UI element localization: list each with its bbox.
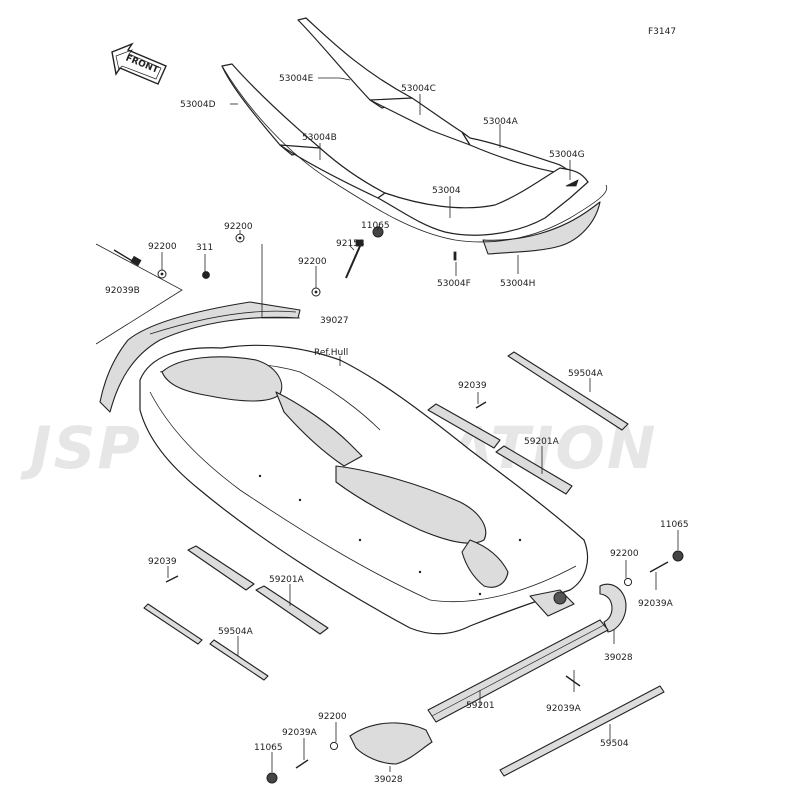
mat-53004E: [297, 17, 413, 109]
rail-59201A-right: [427, 401, 573, 495]
leader-bracket-left: [95, 243, 183, 345]
rub-strip-59504: [499, 685, 665, 777]
callout-92039B: 92039B: [105, 286, 140, 296]
hull: [139, 344, 589, 635]
mat-53004B: [279, 144, 386, 199]
callout-53004G: 53004G: [549, 150, 585, 160]
rail-59201A-left: [165, 545, 329, 635]
callout-92039A-bottom: 92039A: [282, 728, 318, 738]
hull-rear-step: [461, 539, 509, 588]
callout-53004B: 53004B: [302, 133, 337, 143]
leader-92153: [349, 245, 355, 251]
callout-53004E: 53004E: [279, 74, 314, 84]
callout-39027: 39027: [320, 316, 349, 326]
rail-59201: [427, 619, 609, 723]
callout-53004: 53004: [432, 186, 461, 196]
rub-strip-59504A-left: [143, 603, 269, 681]
figure-code: F3147: [648, 27, 676, 37]
bumper-corner-39028-right: [599, 550, 684, 633]
callout-59201A-left: 59201A: [269, 575, 305, 585]
hull-console: [275, 391, 363, 467]
mat-53004: [377, 167, 589, 236]
callout-92200-left: 92200: [148, 242, 177, 252]
bumper-corner-39028-bottom: [266, 722, 433, 784]
ref-hull-label: Ref.Hull: [314, 348, 348, 358]
callout-53004C: 53004C: [401, 84, 436, 94]
jet-nozzle: [553, 591, 567, 605]
callout-92200-bottom: 92200: [318, 712, 347, 722]
callout-11065-right: 11065: [660, 520, 689, 530]
callout-53004F: 53004F: [437, 279, 471, 289]
hull-chine: [149, 391, 577, 603]
rub-strip-59504A-top: [507, 351, 629, 431]
leader-53004E: [318, 77, 351, 81]
callout-59201: 59201: [466, 701, 495, 711]
hull-footwell: [335, 465, 487, 544]
callout-39028-right: 39028: [604, 653, 633, 663]
callout-92039A-low: 92039A: [546, 704, 582, 714]
callout-92200-right: 92200: [610, 549, 639, 559]
callout-53004A: 53004A: [483, 117, 519, 127]
seat-mat-assembly: [221, 17, 608, 261]
seat-outline: [221, 65, 608, 243]
callout-39028-bottom: 39028: [374, 775, 403, 785]
callout-59201A-right: 59201A: [524, 437, 560, 447]
callout-53004D: 53004D: [180, 100, 216, 110]
bumper-edge: [149, 310, 297, 335]
mat-53004G: [565, 179, 579, 187]
callout-92200-top: 92200: [224, 222, 253, 232]
callout-59504A-left: 59504A: [218, 627, 254, 637]
callout-92200-mid: 92200: [298, 257, 327, 267]
hardware-top-left: [113, 226, 384, 297]
mat-53004H: [482, 201, 601, 255]
callout-11065-top: 11065: [361, 221, 390, 231]
callout-92153: 92153: [336, 239, 365, 249]
mat-53004F: [453, 251, 457, 261]
callout-59504: 59504: [600, 739, 629, 749]
callout-92039A-right: 92039A: [638, 599, 674, 609]
callout-53004H: 53004H: [500, 279, 535, 289]
callout-92039-right: 92039: [458, 381, 487, 391]
callout-59504A-top: 59504A: [568, 369, 604, 379]
callout-92039-left: 92039: [148, 557, 177, 567]
front-arrow-icon: FRONT: [111, 42, 167, 85]
callout-311: 311: [196, 243, 213, 253]
callout-11065-bottom: 11065: [254, 743, 283, 753]
leader-39027: [261, 244, 300, 319]
